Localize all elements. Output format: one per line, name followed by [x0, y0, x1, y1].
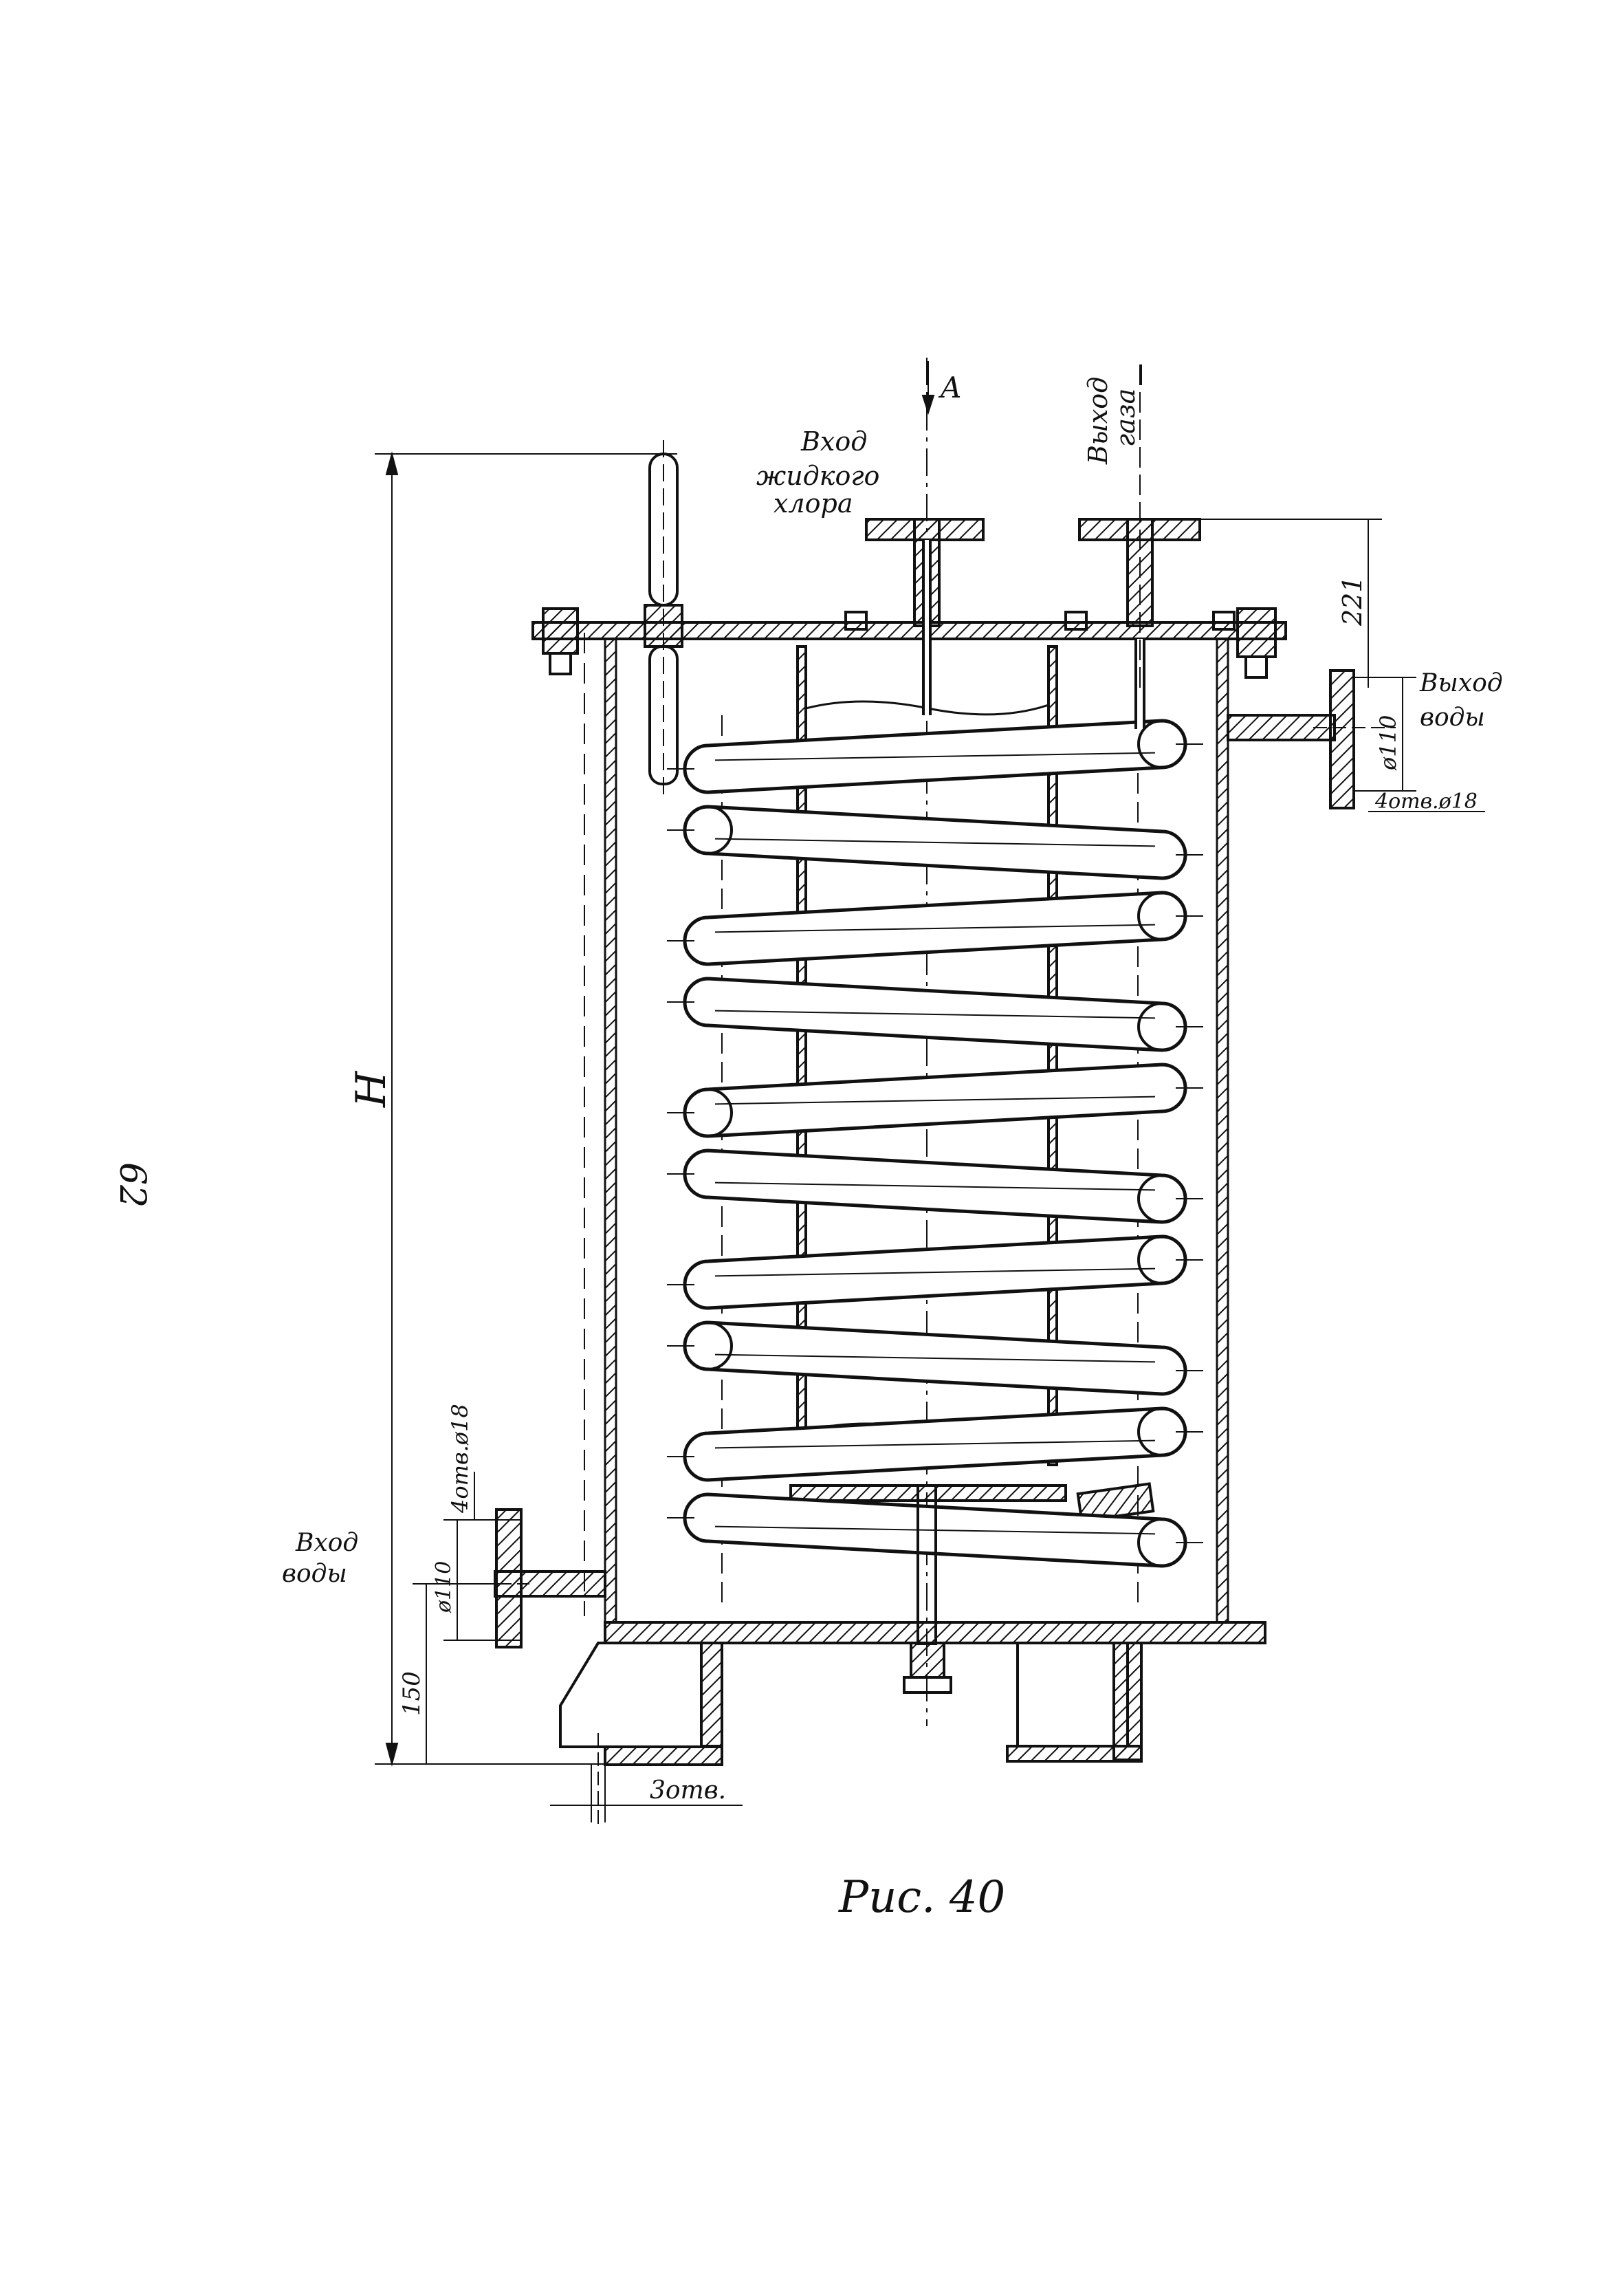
coil-turn-axis	[714, 924, 1156, 933]
coil-turn-axis	[714, 1010, 1156, 1019]
lid-bolts	[542, 607, 1277, 679]
gas-outlet-nozzle	[1078, 364, 1201, 729]
water-inlet-nozzle	[440, 1508, 606, 1648]
water-inlet-label-1: Вход	[295, 1529, 358, 1557]
bottom-nozzle-dimension: 150	[398, 1671, 426, 1716]
coil-turn-axis	[714, 1439, 1156, 1449]
inlet-diameter-dimension: ø110	[432, 1561, 456, 1613]
support-holes-dimension: 3отв.	[650, 1776, 726, 1805]
water-outlet-nozzle	[1227, 669, 1396, 809]
top-nozzle-dimension: 221	[1337, 576, 1368, 627]
chlorine-inlet-nozzle	[865, 518, 985, 715]
height-dimension: H	[347, 1070, 395, 1108]
section-marker: A	[938, 371, 961, 404]
support-legs	[559, 1642, 1143, 1829]
water-outlet-label-1: Выход	[1419, 669, 1503, 697]
page-number: 62	[111, 1162, 153, 1208]
coil-turn-axis	[714, 1182, 1156, 1191]
figure-caption: Рис. 40	[838, 1872, 1005, 1923]
coil-turn-axis	[714, 1353, 1156, 1363]
water-outlet-label-2: воды	[1420, 704, 1485, 732]
chlorine-inlet-label-3: хлора	[773, 488, 853, 519]
gas-outlet-label-1: Выход	[1083, 377, 1113, 465]
outlet-diameter-dimension: ø110	[1375, 715, 1401, 771]
chlorine-inlet-label-2: жидкого	[756, 461, 879, 491]
cooling-coil	[667, 719, 1203, 1568]
coil-turn-axis	[714, 1096, 1156, 1105]
thermometer-pocket	[644, 440, 683, 798]
dimension-lines	[375, 361, 1485, 1822]
chlorine-inlet-label-1: Вход	[800, 426, 867, 457]
coil-turn-axis	[714, 752, 1156, 761]
inlet-holes-dimension: 4отв.ø18	[447, 1404, 473, 1514]
outlet-holes-dimension: 4отв.ø18	[1374, 790, 1478, 814]
coil-turn-axis	[714, 1267, 1156, 1277]
gas-outlet-label-2: газа	[1110, 389, 1141, 447]
water-inlet-label-2: воды	[282, 1560, 347, 1588]
drain-nozzle	[903, 1484, 952, 1694]
coil-turn-axis	[714, 838, 1156, 847]
